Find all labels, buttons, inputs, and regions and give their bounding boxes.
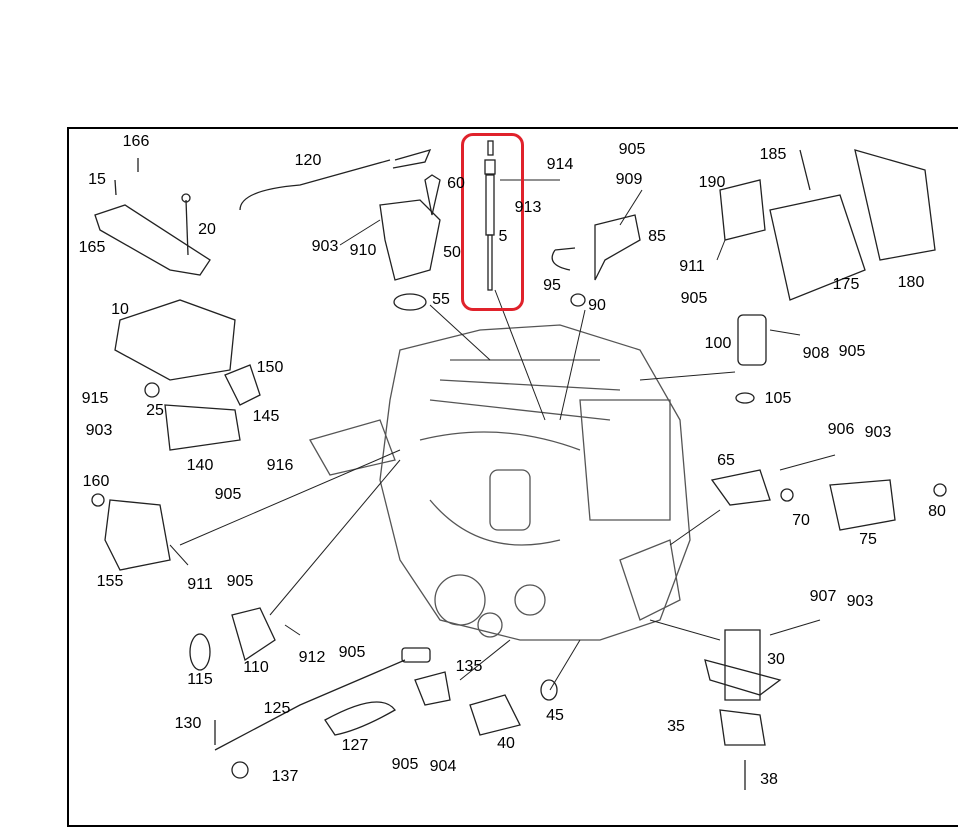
part-label[interactable]: 55 <box>432 291 450 308</box>
part-label[interactable]: 180 <box>897 274 925 291</box>
part-label[interactable]: 910 <box>349 242 377 259</box>
part-label[interactable]: 110 <box>243 659 269 676</box>
part-label[interactable]: 907 <box>809 588 837 605</box>
part-label[interactable]: 90 <box>588 297 606 314</box>
part-label[interactable]: 30 <box>767 651 785 668</box>
part-label[interactable]: 185 <box>759 146 787 163</box>
part-label[interactable]: 10 <box>111 301 129 318</box>
part-label[interactable]: 908 <box>802 345 830 362</box>
part-label[interactable]: 905 <box>226 573 254 590</box>
part-label[interactable]: 25 <box>146 402 164 419</box>
part-label[interactable]: 912 <box>298 649 326 666</box>
part-label[interactable]: 20 <box>198 221 216 238</box>
part-label[interactable]: 45 <box>546 707 564 724</box>
part-label[interactable]: 915 <box>81 390 109 407</box>
highlighted-part-box <box>461 133 524 311</box>
part-label[interactable]: 50 <box>443 244 461 261</box>
part-label[interactable]: 905 <box>391 756 419 773</box>
part-label[interactable]: 903 <box>311 238 339 255</box>
part-label[interactable]: 906 <box>827 421 855 438</box>
engine-assembly <box>309 324 691 641</box>
part-label[interactable]: 166 <box>122 133 150 150</box>
part-label[interactable]: 137 <box>271 768 299 785</box>
part-label[interactable]: 95 <box>543 277 561 294</box>
part-label[interactable]: 135 <box>455 658 483 675</box>
part-label[interactable]: 903 <box>846 593 874 610</box>
part-label[interactable]: 903 <box>85 422 113 439</box>
part-label[interactable]: 38 <box>760 771 778 788</box>
part-label[interactable]: 115 <box>187 671 213 688</box>
part-label[interactable]: 15 <box>88 171 106 188</box>
part-label[interactable]: 60 <box>447 175 465 192</box>
part-label[interactable]: 905 <box>618 141 646 158</box>
part-label[interactable]: 911 <box>679 258 705 275</box>
part-label[interactable]: 175 <box>832 276 860 293</box>
leader-lines <box>169 179 836 691</box>
part-label[interactable]: 145 <box>252 408 280 425</box>
part-label[interactable]: 35 <box>667 718 685 735</box>
part-label[interactable]: 916 <box>266 457 294 474</box>
part-label[interactable]: 905 <box>214 486 242 503</box>
part-label[interactable]: 85 <box>648 228 666 245</box>
part-label[interactable]: 140 <box>186 457 214 474</box>
part-label[interactable]: 914 <box>546 156 574 173</box>
part-label[interactable]: 120 <box>294 152 322 169</box>
part-label[interactable]: 905 <box>680 290 708 307</box>
part-label[interactable]: 160 <box>82 473 110 490</box>
part-label[interactable]: 909 <box>615 171 643 188</box>
part-label[interactable]: 903 <box>864 424 892 441</box>
part-label[interactable]: 150 <box>256 359 284 376</box>
part-label[interactable]: 65 <box>717 452 735 469</box>
part-label[interactable]: 127 <box>341 737 369 754</box>
parts <box>91 149 947 790</box>
part-label-glow-plug[interactable]: 5 <box>498 228 508 245</box>
part-label[interactable]: 165 <box>78 239 106 256</box>
part-label[interactable]: 130 <box>174 715 202 732</box>
part-label[interactable]: 80 <box>928 503 946 520</box>
part-label[interactable]: 913 <box>514 199 542 216</box>
part-label[interactable]: 904 <box>429 758 457 775</box>
part-label[interactable]: 40 <box>497 735 515 752</box>
part-label[interactable]: 905 <box>338 644 366 661</box>
part-label[interactable]: 100 <box>704 335 732 352</box>
part-label[interactable]: 125 <box>263 700 291 717</box>
part-label[interactable]: 905 <box>838 343 866 360</box>
part-label[interactable]: 70 <box>792 512 810 529</box>
glow-plug <box>484 140 496 291</box>
part-label[interactable]: 155 <box>96 573 124 590</box>
part-label[interactable]: 190 <box>698 174 726 191</box>
part-label[interactable]: 75 <box>859 531 877 548</box>
part-label[interactable]: 911 <box>187 576 213 593</box>
part-label[interactable]: 105 <box>764 390 792 407</box>
